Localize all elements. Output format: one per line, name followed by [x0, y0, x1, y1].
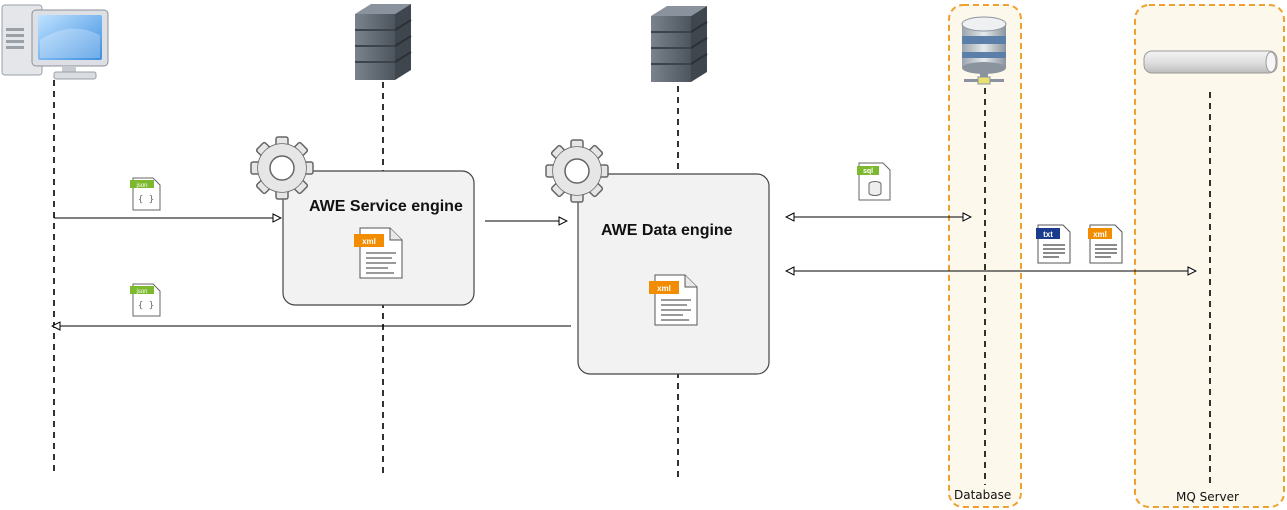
data-engine-box	[577, 173, 770, 375]
data-xml-tag: xml	[657, 284, 671, 293]
sql-tag: sql	[863, 168, 873, 175]
database-label: Database	[954, 488, 1012, 502]
txt-tag: txt	[1043, 230, 1053, 239]
request-json-document-icon: json { }	[130, 177, 161, 211]
service-engine-title: AWE Service engine	[309, 198, 463, 215]
mq-xml-document-icon: xml	[1088, 224, 1123, 264]
service-server-icon	[355, 4, 412, 80]
svg-text:{ }: { }	[138, 195, 154, 205]
request-json-tag: json	[135, 183, 147, 189]
data-engine-title: AWE Data engine	[601, 222, 733, 239]
mq-xml-tag: xml	[1093, 230, 1107, 239]
desktop-computer-icon	[1, 4, 109, 80]
queue-pipe-icon	[1143, 50, 1278, 74]
txt-document-icon: txt	[1036, 224, 1071, 264]
data-server-icon	[651, 6, 708, 82]
service-gear-icon	[250, 136, 314, 200]
service-xml-document-icon: xml	[354, 227, 403, 279]
svg-text:{ }: { }	[138, 301, 154, 311]
database-icon	[961, 16, 1007, 85]
data-gear-icon	[545, 139, 609, 203]
mq-server-label: MQ Server	[1176, 490, 1239, 504]
response-json-document-icon: json { }	[130, 283, 161, 317]
sql-document-icon: sql	[857, 162, 891, 201]
data-xml-document-icon: xml	[649, 274, 698, 326]
service-xml-tag: xml	[362, 237, 376, 246]
mq-server-container	[1134, 4, 1285, 508]
response-json-tag: json	[135, 289, 147, 295]
